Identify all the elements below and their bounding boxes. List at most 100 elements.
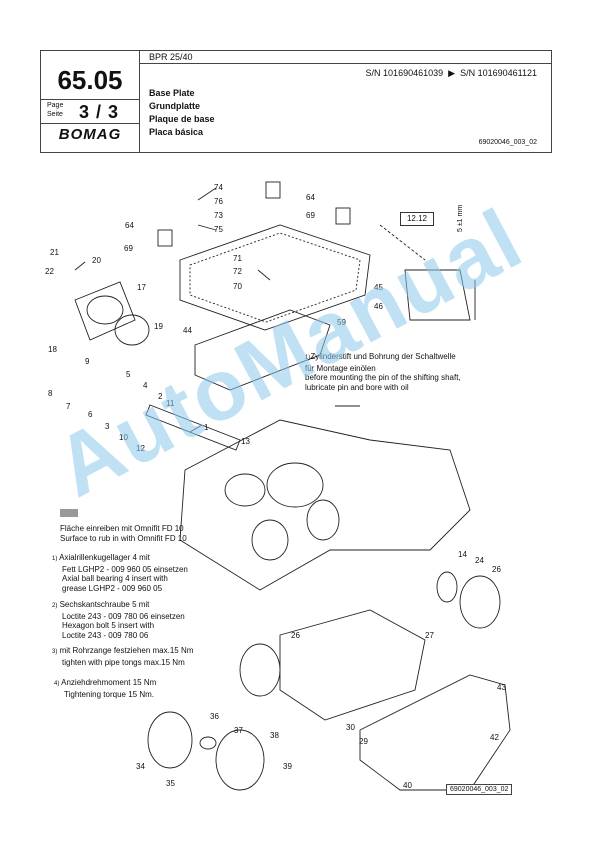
doc-number: 69020046_003_02: [478, 139, 537, 146]
flange: [74, 281, 136, 341]
callout-6: 6: [88, 410, 93, 419]
note-3-line2: tighten with pipe tongs max.15 Nm: [62, 657, 185, 667]
note-4-line1: Anziehdrehmoment 15 Nm: [61, 678, 157, 687]
callout-69: 69: [306, 211, 315, 220]
drawing-code: 69020046_003_02: [446, 784, 513, 795]
note-1: 1) Axialrillenkugellager 4 mit Fett LGHP…: [52, 553, 188, 593]
callout-4: 4: [143, 381, 148, 390]
note-2-line1: Sechskantschraube 5 mit: [59, 600, 150, 609]
callout-59: 59: [337, 318, 346, 327]
callout-46: 46: [374, 302, 383, 311]
callout-9: 9: [85, 357, 90, 366]
callout-37: 37: [234, 726, 243, 735]
note-2-mark: 2): [52, 603, 58, 609]
callout-38: 38: [270, 731, 279, 740]
note-2-line3: Hexagon bolt 5 insert with: [62, 621, 155, 630]
surface-legend-swatch: [60, 509, 78, 517]
callout-26: 26: [492, 565, 501, 574]
note-1-line3: Axial ball bearing 4 insert with: [62, 574, 168, 583]
o-ring: [239, 643, 281, 697]
callout-11: 11: [166, 399, 175, 408]
divider: [139, 51, 140, 152]
callout-45: 45: [374, 283, 383, 292]
page-value: 3 / 3: [79, 102, 120, 122]
note-4-mark: 4): [54, 681, 60, 687]
callout-76: 76: [214, 197, 223, 206]
callout-10: 10: [119, 433, 128, 442]
note-2: 2) Sechskantschraube 5 mit Loctite 243 -…: [52, 600, 185, 640]
damper: [335, 207, 351, 225]
note-mark-1: 1): [305, 355, 311, 361]
shaft: [145, 404, 241, 451]
callout-44: 44: [183, 326, 192, 335]
divider: [41, 123, 139, 124]
callout-35: 35: [166, 779, 175, 788]
title-block: Base Plate Grundplatte Plaque de base Pl…: [149, 87, 215, 139]
note-pin: 1)Zylinderstift und Bohrung der Schaltwe…: [305, 352, 461, 392]
callout-21: 21: [50, 248, 59, 257]
callout-1: 1: [204, 423, 209, 432]
callout-14: 14: [458, 550, 467, 559]
arrow-right-icon: ▶: [445, 68, 458, 78]
note-pin-en1: before mounting the pin of the shifting …: [305, 373, 461, 382]
seal-ring: [436, 571, 458, 603]
callout-64: 64: [306, 193, 315, 202]
disc: [147, 711, 193, 769]
side-cover: [279, 609, 426, 721]
note-pin-en2: lubricate pin and bore with oil: [305, 382, 409, 392]
callout-34: 34: [136, 762, 145, 771]
callout-64: 64: [125, 221, 134, 230]
note-1-line1: Axialrillenkugellager 4 mit: [59, 553, 150, 562]
callout-40: 40: [403, 781, 412, 790]
detail-reference-box: 12.12: [400, 212, 434, 226]
base-plate: [359, 674, 511, 791]
callout-39: 39: [283, 762, 292, 771]
note-3-mark: 3): [52, 649, 58, 655]
header-block: 65.05 Page Seite 3 / 3 BOMAG BPR 25/40 S…: [40, 50, 552, 153]
damper: [265, 181, 281, 199]
serial-from: S/N 101690461039: [365, 68, 444, 78]
callout-22: 22: [45, 267, 54, 276]
o-ring: [114, 314, 150, 346]
note-3-line1: mit Rohrzange festziehen max.15 Nm: [59, 646, 194, 655]
note-surface: Fläche einreiben mit Omnifit FD 10 Surfa…: [60, 524, 187, 543]
note-2-line4: Loctite 243 - 009 780 06: [62, 630, 149, 640]
callout-5: 5: [126, 370, 131, 379]
title-en: Base Plate: [149, 88, 195, 98]
callout-18: 18: [48, 345, 57, 354]
callout-7: 7: [66, 402, 71, 411]
callout-2: 2: [158, 392, 163, 401]
callout-73: 73: [214, 211, 223, 220]
callout-13: 13: [241, 437, 250, 446]
note-pin-de1: Zylinderstift und Bohrung der Schaltwell…: [310, 352, 456, 361]
serial-range: S/N 101690461039 ▶ S/N 101690461121: [366, 68, 537, 79]
callout-24: 24: [475, 556, 484, 565]
o-ring: [459, 575, 501, 629]
title-es: Placa básica: [149, 127, 204, 137]
cover-plate: [179, 224, 371, 331]
note-2-line2: Loctite 243 - 009 780 06 einsetzen: [62, 611, 185, 621]
gearbox-housing: [179, 419, 471, 591]
callout-74: 74: [214, 183, 223, 192]
note-surface-en: Surface to rub in with Omnifit FD 10: [60, 533, 187, 543]
page-label: Page Seite: [47, 101, 63, 119]
callout-36: 36: [210, 712, 219, 721]
callout-12: 12: [136, 444, 145, 453]
callout-69: 69: [124, 244, 133, 253]
callout-70: 70: [233, 282, 242, 291]
note-3: 3) mit Rohrzange festziehen max.15 Nm ti…: [52, 646, 193, 667]
callout-72: 72: [233, 267, 242, 276]
note-surface-de: Fläche einreiben mit Omnifit FD 10: [60, 524, 184, 533]
section-number: 65.05: [57, 65, 123, 95]
note-1-line2: Fett LGHP2 - 009 960 05 einsetzen: [62, 564, 188, 574]
divider: [139, 63, 551, 64]
callout-19: 19: [154, 322, 163, 331]
bomag-logo: BOMAG: [58, 126, 122, 143]
model-name: BPR 25/40: [149, 52, 193, 62]
note-4-line2: Tightening torque 15 Nm.: [64, 689, 154, 699]
callout-43: 43: [497, 683, 506, 692]
callout-42: 42: [490, 733, 499, 742]
callout-27: 27: [425, 631, 434, 640]
exploded-view-drawing: [74, 181, 511, 791]
callout-75: 75: [214, 225, 223, 234]
